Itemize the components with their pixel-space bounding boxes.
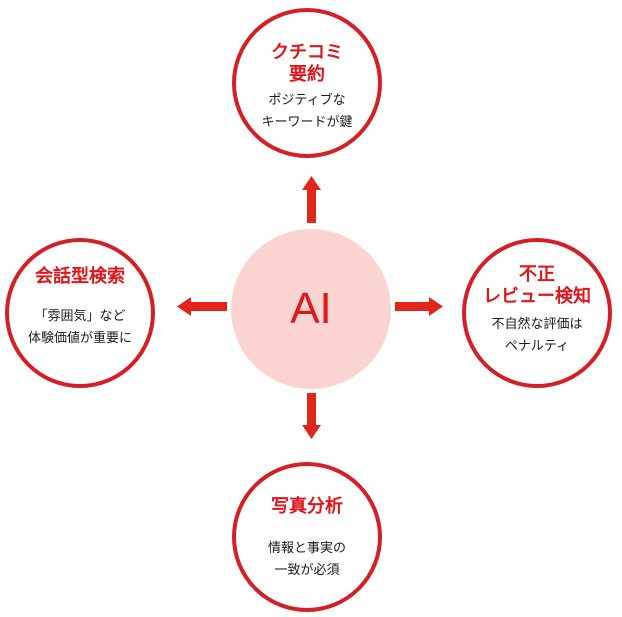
node-conversational-search-title: 会話型検索 bbox=[35, 266, 125, 287]
node-fraud-review-detection-desc: 不自然な評価は ペナルティ bbox=[491, 317, 583, 354]
node-review-summary: クチコミ 要約 ポジティブな キーワードが鍵 bbox=[232, 8, 382, 158]
arrow-down bbox=[302, 393, 321, 439]
node-conversational-search: 会話型検索 「雰囲気」など 体験価値が重要に bbox=[5, 238, 155, 388]
node-photo-analysis: 写真分析 情報と事実の 一致が必須 bbox=[232, 462, 382, 612]
node-conversational-search-desc: 「雰囲気」など 体験価値が重要に bbox=[27, 309, 132, 346]
node-review-summary-desc: ポジティブな キーワードが鍵 bbox=[261, 93, 353, 130]
node-photo-analysis-title: 写真分析 bbox=[271, 496, 343, 517]
node-photo-analysis-desc: 情報と事実の 一致が必須 bbox=[267, 541, 346, 578]
arrow-right bbox=[395, 297, 443, 316]
arrow-left bbox=[177, 297, 227, 316]
arrow-up bbox=[302, 176, 321, 223]
node-review-summary-title: クチコミ 要約 bbox=[271, 42, 343, 85]
ai-center-circle: AI bbox=[231, 229, 391, 389]
node-fraud-review-detection-title: 不正 レビュー検知 bbox=[483, 264, 591, 307]
node-fraud-review-detection: 不正 レビュー検知 不自然な評価は ペナルティ bbox=[462, 238, 612, 388]
ai-center-label: AI bbox=[290, 284, 332, 333]
